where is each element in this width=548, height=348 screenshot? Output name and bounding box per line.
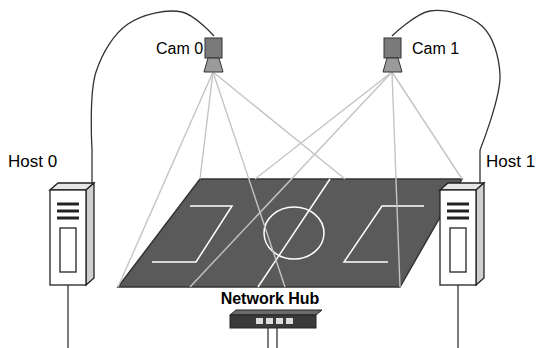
host-tower	[50, 183, 94, 285]
hub-icon	[230, 310, 322, 328]
hub-top	[230, 310, 322, 315]
hub-port	[256, 318, 263, 324]
camera-cable	[392, 11, 500, 150]
hub-port	[286, 318, 293, 324]
halfway-line	[258, 179, 330, 287]
view-line	[392, 72, 400, 287]
tower-side	[476, 183, 484, 285]
view-line	[190, 72, 392, 287]
node-label: Host 1	[486, 152, 535, 172]
camera-node: Cam 1	[380, 36, 463, 78]
camera-icon	[204, 38, 223, 72]
node-label: Network Hub	[221, 290, 320, 308]
hub-port	[266, 318, 273, 324]
cables	[68, 150, 480, 348]
drive-bay	[447, 210, 469, 213]
camera-cable	[91, 11, 214, 150]
penalty-box	[152, 206, 232, 262]
camera-node: Cam 0	[150, 36, 226, 78]
drive-bay	[447, 217, 469, 220]
view-lines	[118, 72, 462, 287]
drive-bay	[447, 203, 469, 206]
network-cable	[276, 328, 277, 348]
host-tower	[440, 183, 484, 285]
view-line	[200, 72, 213, 179]
node-label: Host 0	[8, 152, 57, 172]
camera-lens	[383, 58, 402, 72]
penalty-box	[344, 206, 424, 262]
host-node: Host 1	[436, 150, 544, 288]
view-line	[213, 72, 345, 179]
drive-bay	[57, 217, 79, 220]
tower-panel	[60, 228, 76, 272]
drive-bay	[57, 203, 79, 206]
network-cable	[267, 328, 268, 348]
cable-stub	[91, 150, 92, 184]
view-line	[118, 72, 213, 287]
hub-body	[230, 315, 316, 328]
tower-side	[86, 183, 94, 285]
camera-body	[205, 38, 222, 58]
network-cable	[67, 285, 68, 348]
camera-body	[384, 38, 401, 58]
view-line	[392, 72, 462, 179]
node-label: Cam 1	[412, 40, 459, 58]
soccer-field	[118, 179, 462, 287]
hub-node: Network Hub	[200, 290, 340, 330]
host-node: Host 0	[6, 150, 98, 288]
node-label: Cam 0	[156, 40, 203, 58]
drive-bay	[57, 210, 79, 213]
tower-front	[50, 190, 86, 285]
tower-panel	[450, 228, 466, 272]
hub-port	[276, 318, 283, 324]
camera-icon	[383, 38, 402, 72]
camera-lens	[204, 58, 223, 72]
view-line	[255, 72, 392, 179]
cable-stub	[479, 150, 480, 184]
network-cable	[457, 285, 458, 348]
tower-front	[440, 190, 476, 285]
view-line	[213, 72, 285, 287]
